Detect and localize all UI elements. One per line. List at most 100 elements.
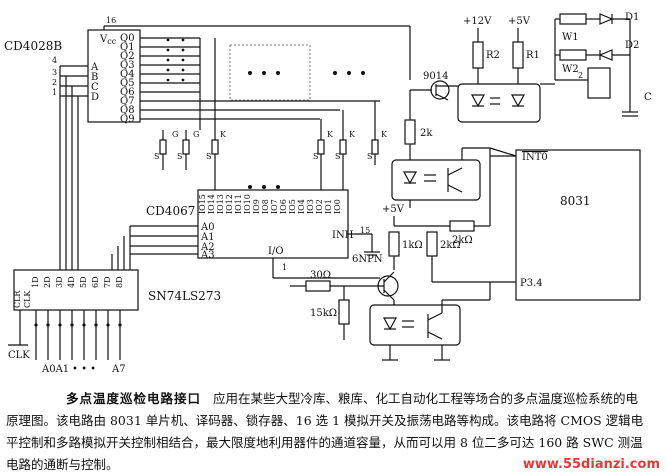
swc-switch-array: G S G S K S K S K S K S — [154, 101, 388, 190]
io-label: I/O — [268, 246, 284, 257]
pin2-label: 2 — [578, 71, 583, 80]
swc-switch: K S — [313, 119, 334, 161]
svg-text:3: 3 — [52, 68, 57, 77]
svg-text:1: 1 — [52, 88, 57, 97]
npn-label: 6NPN — [352, 254, 383, 265]
optocoupler-top — [457, 83, 541, 123]
svg-text:S: S — [177, 152, 182, 161]
input-pin-label: B — [91, 72, 98, 83]
r15k-label: 15kΩ — [310, 308, 337, 319]
input-pin-label: D — [91, 92, 99, 103]
sn74-d-pins: 1D 2D 3D 4D 5D 6D 7D 8D CLR CLK — [13, 276, 124, 308]
w1-label: W1 — [562, 32, 579, 43]
pin15-label: 15 — [360, 226, 370, 235]
site-watermark: www.55dianzi.com — [522, 457, 660, 472]
svg-text:IO6: IO6 — [279, 199, 288, 214]
q-pin-label: Q7 — [120, 96, 135, 107]
optocoupler-bottom — [369, 304, 461, 346]
svg-text:CLR: CLR — [13, 290, 22, 308]
svg-text:6D: 6D — [91, 276, 100, 288]
r2-resistor — [472, 41, 484, 69]
cd4028-label: CD4028B — [4, 39, 62, 53]
svg-text:K: K — [381, 130, 388, 139]
w1-pot — [559, 13, 587, 25]
svg-text:IO15: IO15 — [198, 194, 207, 214]
r2k-left-label: 2k — [420, 128, 433, 139]
dots-group — [166, 38, 365, 189]
q-pin-label: Q0 — [120, 33, 135, 44]
mcu-8031-chip — [515, 149, 641, 301]
q-pin-label: Q9 — [120, 114, 135, 125]
svg-text:IO13: IO13 — [216, 194, 225, 214]
pin1-label: 1 — [282, 263, 287, 272]
r2k-a-label: 2kΩ — [452, 235, 473, 246]
q-pin-label: Q2 — [120, 51, 135, 62]
svg-text:S: S — [154, 152, 159, 161]
r30-resistor — [305, 280, 331, 292]
r1k-resistor — [388, 231, 400, 257]
svg-text:IO7: IO7 — [270, 199, 279, 214]
optocoupler-middle — [391, 159, 481, 201]
v5a-label: +5V — [508, 16, 531, 27]
vcc-label: Vcc — [99, 34, 117, 46]
swc-switch: G S — [154, 130, 178, 161]
input-pin-label: A — [90, 62, 99, 73]
svg-text:IO12: IO12 — [225, 194, 234, 214]
svg-text:A1: A1 — [200, 232, 215, 243]
svg-text:2D: 2D — [43, 276, 52, 288]
svg-text:1D: 1D — [31, 276, 40, 288]
swc-switch: K S — [206, 130, 227, 161]
q-pin-label: Q8 — [120, 105, 135, 116]
svg-text:IO14: IO14 — [207, 194, 216, 214]
pin16-label: 16 — [106, 16, 116, 25]
w2-pot — [559, 49, 587, 61]
cap-label: C — [644, 92, 652, 103]
q-pin-label: Q6 — [120, 87, 135, 98]
caption-body: 应用在某些大型冷库、粮库、化工自动化工程等场合的多点温度巡检系统的电原理图。该电… — [6, 391, 644, 472]
svg-text:G: G — [172, 130, 178, 139]
cd4028-abcd-pins: A B C D — [90, 62, 99, 103]
mcu-label: 8031 — [560, 194, 591, 208]
r15k-resistor — [338, 299, 350, 325]
p34-label: P3.4 — [520, 278, 543, 289]
svg-text:CLK: CLK — [23, 290, 32, 308]
q-pin-label: Q1 — [120, 42, 135, 53]
q-pin-label: Q5 — [120, 78, 135, 89]
inh-label: INH — [332, 230, 354, 241]
input-pin-label: C — [91, 82, 99, 93]
r2-label: R2 — [486, 50, 500, 61]
cd4067-a-pins: A0 A1 A2 A3 — [200, 222, 215, 261]
r2k-b-label: 2kΩ — [440, 240, 461, 251]
swc-switch: K S — [367, 101, 388, 161]
svg-text:A3: A3 — [200, 250, 215, 261]
w2-label: W2 — [562, 64, 579, 75]
svg-text:IO2: IO2 — [315, 199, 324, 214]
a7-label: A7 — [111, 364, 126, 375]
r1-resistor — [512, 41, 524, 69]
sn74-inputs — [8, 310, 121, 360]
a0a1-label: A0A1 — [41, 364, 69, 375]
svg-text:S: S — [206, 152, 211, 161]
svg-text:3D: 3D — [55, 276, 64, 288]
svg-text:S: S — [367, 152, 372, 161]
t9014-label: 9014 — [423, 71, 448, 82]
swc-switch: G S — [177, 130, 199, 161]
svg-text:A0: A0 — [200, 222, 215, 233]
int0-label: INT0 — [522, 152, 548, 163]
q-pin-label: Q3 — [120, 60, 135, 71]
svg-text:A2: A2 — [200, 242, 215, 253]
dots-label: • • • — [72, 364, 96, 375]
svg-text:K: K — [327, 130, 334, 139]
timer-ic — [587, 67, 611, 99]
d2-label: D2 — [625, 40, 639, 51]
svg-text:S: S — [335, 152, 340, 161]
svg-text:IO10: IO10 — [243, 194, 252, 214]
v12-label: +12V — [463, 16, 492, 27]
svg-text:IO1: IO1 — [324, 199, 333, 214]
svg-text:IO4: IO4 — [297, 199, 306, 214]
svg-text:K: K — [349, 130, 356, 139]
svg-text:IO5: IO5 — [288, 199, 297, 214]
v5b-label: +5V — [382, 204, 405, 215]
r1-label: R1 — [526, 50, 540, 61]
